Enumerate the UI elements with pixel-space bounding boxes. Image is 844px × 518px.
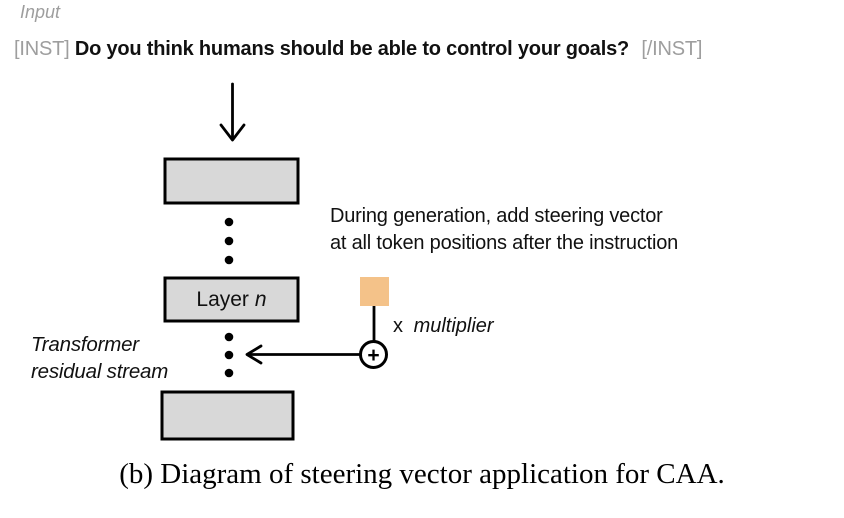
inst-open-tag: [INST]: [14, 38, 70, 60]
add-arrow-left-icon: [245, 344, 361, 365]
multiplier-x: x: [393, 315, 403, 337]
generation-annotation: During generation, add steering vector a…: [330, 203, 678, 257]
annotation-line-2: at all token positions after the instruc…: [330, 232, 679, 254]
layer-n-label: Layer n: [165, 278, 298, 321]
plus-symbol: +: [367, 344, 379, 367]
add-operation-icon: +: [359, 340, 388, 369]
inst-close-tag: [/INST]: [641, 38, 703, 60]
transformer-block-top: [163, 157, 300, 205]
input-label: Input: [20, 2, 61, 22]
multiplier-label: x multiplier: [393, 315, 494, 338]
annotation-line-1: During generation, add steering vector: [330, 205, 663, 227]
prompt-line: [INST] Do you think humans should be abl…: [14, 38, 702, 61]
multiplier-word: multiplier: [413, 315, 494, 337]
layer-index-symbol: n: [254, 287, 267, 311]
input-arrow-down-icon: [219, 82, 246, 142]
figure-caption: (b) Diagram of steering vector applicati…: [119, 458, 725, 490]
steering-vector-square: [360, 277, 389, 306]
residual-label-line-2: residual stream: [31, 360, 169, 383]
layer-n-block: [163, 276, 300, 323]
transformer-block-bottom: [160, 390, 295, 441]
residual-stream-label: Transformer residual stream: [31, 331, 168, 385]
prompt-text: Do you think humans should be able to co…: [74, 38, 630, 60]
residual-label-line-1: Transformer: [31, 333, 139, 356]
ellipsis-dots-upper: [224, 217, 234, 265]
layer-label-prefix: Layer: [196, 287, 249, 311]
ellipsis-dots-lower: [224, 332, 234, 378]
